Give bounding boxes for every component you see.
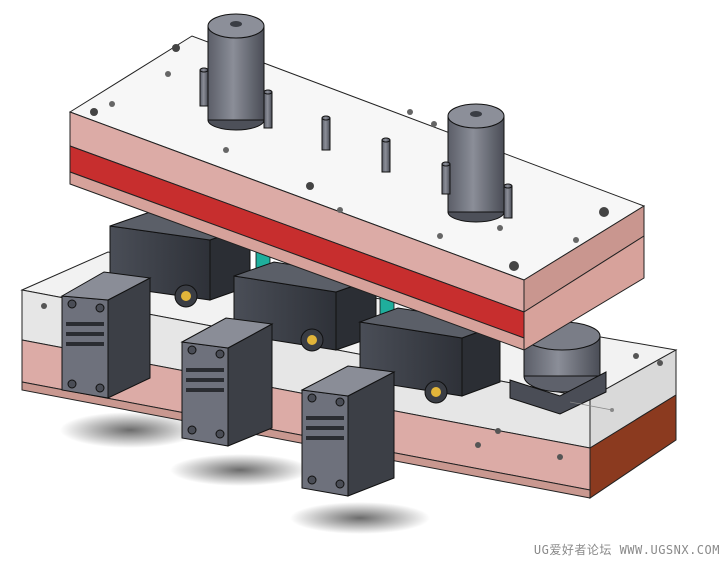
watermark-text: UG爱好者论坛 WWW.UGSNX.COM [533, 543, 720, 557]
floor-shadows [60, 412, 430, 534]
air-cylinder-3 [300, 365, 396, 497]
air-cylinder-2 [180, 317, 274, 447]
guide-post-left [207, 13, 265, 131]
guide-post-right [447, 103, 505, 223]
reference-line [569, 401, 613, 411]
air-cylinders [60, 271, 396, 497]
air-cylinder-1 [60, 271, 152, 399]
guide-posts [199, 13, 513, 223]
